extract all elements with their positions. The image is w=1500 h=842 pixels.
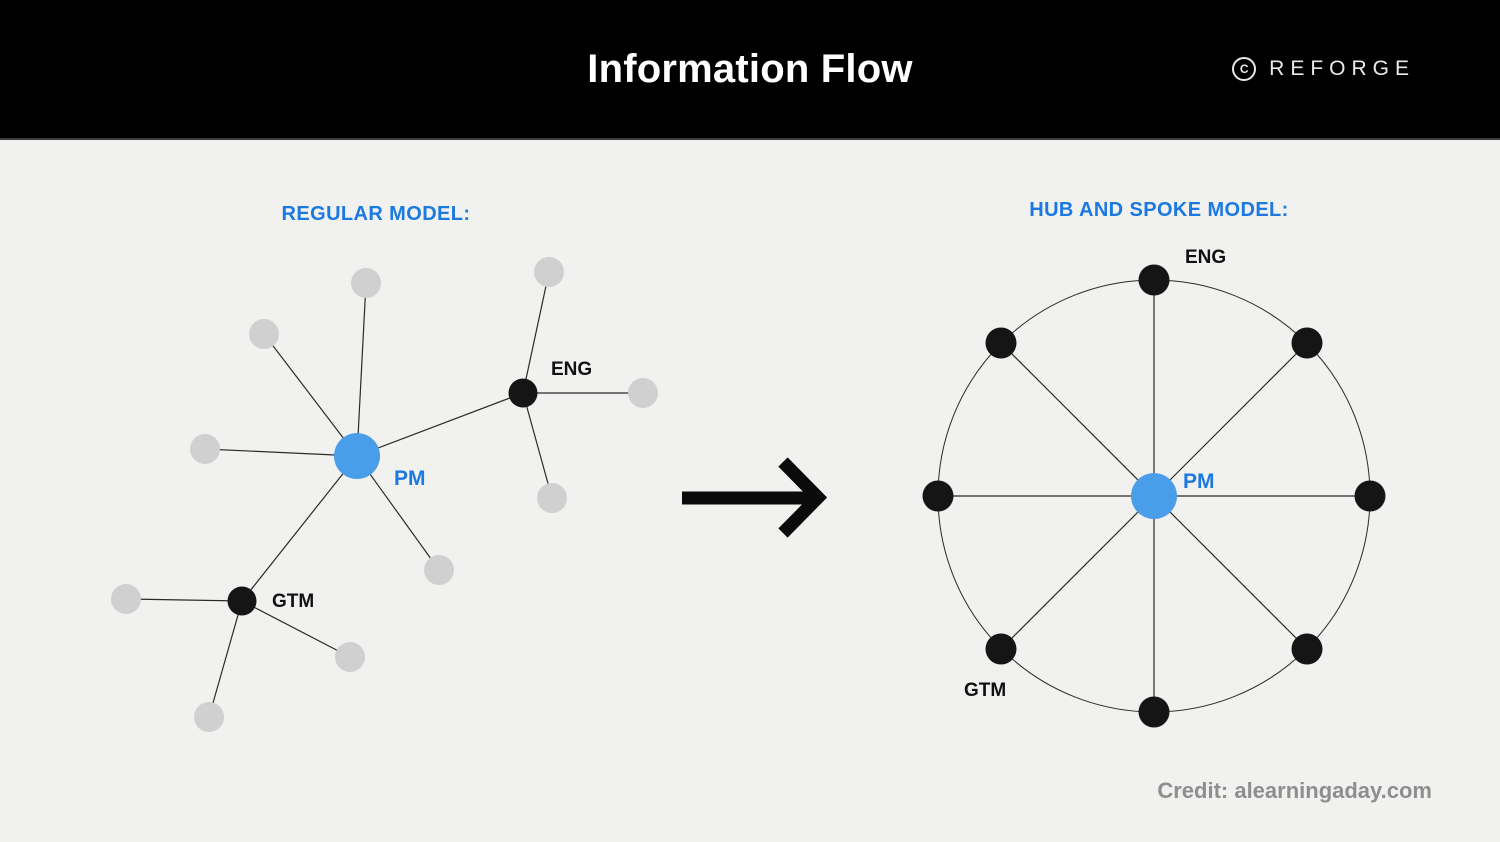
edge-eng-g4 [522,271,550,394]
hub-and-spoke-model-title: HUB AND SPOKE MODEL: [1029,199,1289,221]
node-label-pm: PM [394,467,426,490]
node-br [1291,633,1323,665]
node-label-eng: ENG [551,359,592,380]
edge-gtm-g10 [208,600,243,718]
node-eng [508,378,538,408]
node-right [1354,480,1386,512]
node-g4 [534,257,564,287]
node-g3 [190,434,220,464]
node-g5 [628,378,658,408]
edge-pm-eng [356,392,524,457]
node-bl [985,633,1017,665]
regular-model-title: REGULAR MODEL: [281,203,471,225]
node-g6 [537,483,567,513]
edge-eng-g6 [522,392,553,499]
node-pm [334,433,380,479]
node-bottom [1138,696,1170,728]
page-title: Information Flow [587,46,913,91]
node-g9 [335,642,365,672]
copyright-circle-icon: C [1232,57,1257,81]
node-g10 [194,702,224,732]
edge-hub-bl [1000,495,1155,650]
regular-model-graph: PM ENG GTM [111,257,658,732]
edge-pm-g3 [204,448,358,457]
node-left [922,480,954,512]
node-label-hub: PM [1183,470,1215,493]
node-g8 [111,584,141,614]
edge-hub-tr [1153,342,1308,497]
node-g7 [424,555,454,585]
reforge-logo: C REFORGE [1232,0,1415,138]
header-bar: Information Flow C REFORGE [0,0,1500,140]
node-tl [985,327,1017,359]
edge-gtm-g9 [241,600,351,658]
node-label-gtm: GTM [272,591,314,612]
arrow-icon [682,457,828,538]
edge-pm-g7 [356,455,440,571]
node-g1 [351,268,381,298]
edge-hub-br [1153,495,1308,650]
hub-and-spoke-graph: PM ENG GTM [922,247,1386,728]
node-hub [1131,473,1177,519]
node-top [1138,264,1170,296]
edge-gtm-g8 [125,598,243,602]
node-label-bl: GTM [964,680,1006,701]
edge-pm-g2 [263,333,358,457]
edge-pm-g1 [356,282,367,457]
node-label-top: ENG [1185,247,1226,268]
edge-hub-tl [1000,342,1155,497]
node-gtm [227,586,257,616]
node-tr [1291,327,1323,359]
edge-pm-gtm [241,455,358,602]
credit-text: Credit: alearningaday.com [1157,778,1432,803]
node-g2 [249,319,279,349]
logo-wordmark: REFORGE [1269,57,1415,80]
